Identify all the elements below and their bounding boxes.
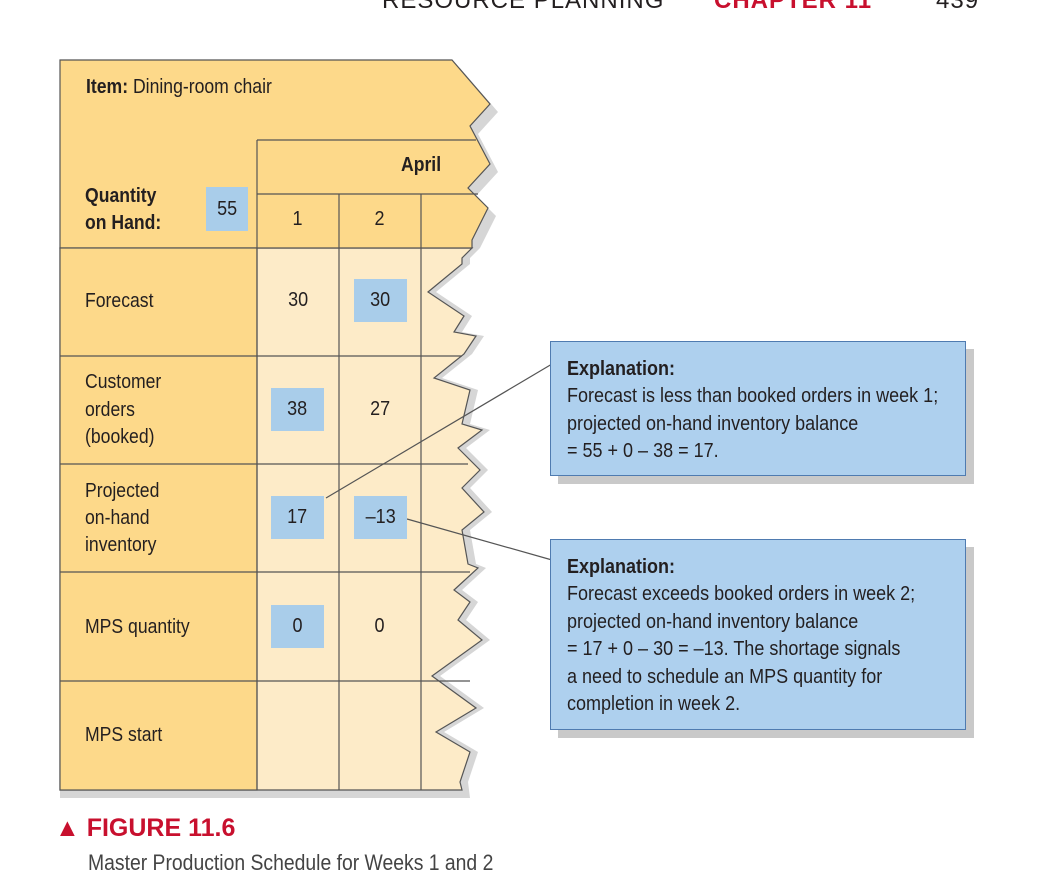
explanation-line: = 17 + 0 – 30 = –13. The shortage signal… bbox=[567, 638, 901, 660]
row-label-forecast: Forecast bbox=[85, 290, 154, 312]
row-label-customer-orders-2: orders bbox=[85, 399, 135, 421]
projected-week2: –13 bbox=[354, 496, 407, 539]
row-label-mps-start: MPS start bbox=[85, 724, 163, 746]
label-column bbox=[59, 247, 258, 791]
item-label: Item: bbox=[86, 76, 129, 98]
row-label-customer-orders-1: Customer bbox=[85, 371, 162, 393]
chapter-label: CHAPTER 11 bbox=[714, 0, 873, 14]
page-number: 439 bbox=[936, 0, 980, 14]
explanation-line: Forecast exceeds booked orders in week 2… bbox=[567, 583, 916, 605]
forecast-week2: 30 bbox=[354, 279, 407, 322]
figure-caption: Master Production Schedule for Weeks 1 a… bbox=[88, 850, 494, 875]
explanation-line: = 55 + 0 – 38 = 17. bbox=[567, 440, 719, 462]
leader-line-week1 bbox=[325, 363, 553, 499]
mps-quantity-week1: 0 bbox=[271, 605, 324, 648]
mps-start-week1 bbox=[257, 723, 339, 746]
explanation-box-week2: Explanation: Forecast exceeds booked ord… bbox=[550, 539, 966, 730]
week-header-1: 1 bbox=[292, 208, 304, 230]
row-label-mps-quantity: MPS quantity bbox=[85, 616, 190, 638]
row-label-projected-1: Projected bbox=[85, 480, 160, 502]
quantity-label-line2: on Hand: bbox=[85, 212, 162, 234]
explanation-line: completion in week 2. bbox=[567, 693, 741, 715]
explanation-line: a need to schedule an MPS quantity for bbox=[567, 665, 883, 688]
row-label-projected-3: inventory bbox=[85, 534, 157, 556]
explanation-line: projected on-hand inventory balance bbox=[567, 412, 859, 435]
item-value: Dining-room chair bbox=[132, 76, 272, 98]
mps-start-week2 bbox=[339, 723, 421, 746]
mps-quantity-week2: 0 bbox=[374, 615, 386, 637]
explanation-line: projected on-hand inventory balance bbox=[567, 610, 859, 633]
quantity-on-hand-value: 55 bbox=[206, 187, 248, 231]
customer-orders-week1: 38 bbox=[271, 388, 324, 431]
week-header-2: 2 bbox=[374, 208, 386, 230]
customer-orders-week2: 27 bbox=[369, 398, 391, 420]
month-header: April bbox=[401, 154, 442, 176]
header-area bbox=[59, 59, 491, 249]
row-label-customer-orders-3: (booked) bbox=[85, 426, 155, 448]
figure-label: ▲ FIGURE 11.6 bbox=[55, 814, 236, 842]
explanation-box-week1: Explanation: Forecast is less than booke… bbox=[550, 341, 966, 476]
explanation-title: Explanation: bbox=[567, 358, 676, 380]
grid-lines bbox=[60, 139, 478, 790]
projected-week1: 17 bbox=[271, 496, 324, 539]
explanation-line: Forecast is less than booked orders in w… bbox=[567, 385, 939, 407]
row-label-projected-2: on-hand bbox=[85, 507, 150, 529]
explanation-title: Explanation: bbox=[567, 556, 676, 578]
running-title: RESOURCE PLANNING bbox=[382, 0, 665, 14]
leader-line-week2 bbox=[406, 518, 553, 561]
forecast-week1: 30 bbox=[287, 289, 309, 311]
quantity-label-line1: Quantity bbox=[85, 185, 157, 207]
item-row: Item: Dining-room chair bbox=[86, 74, 272, 101]
